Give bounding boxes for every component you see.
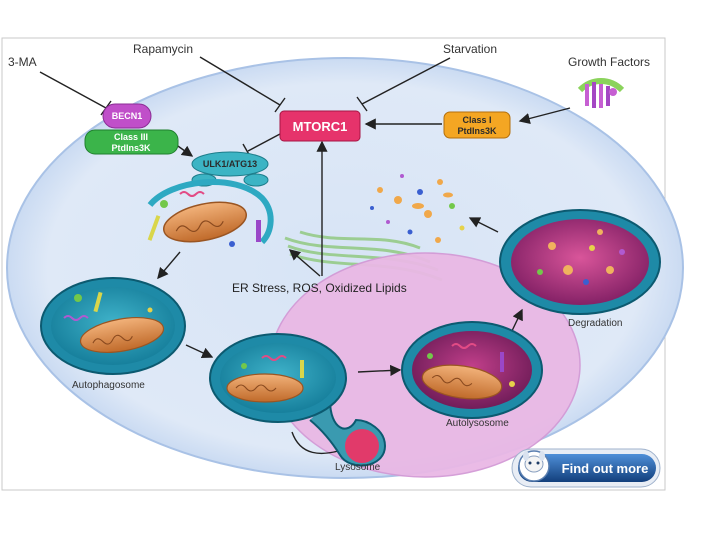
degradation-debris bbox=[370, 174, 465, 243]
rapamycin-label: Rapamycin bbox=[133, 42, 193, 56]
class1-ptdins3k-node: Class I PtdIns3K bbox=[443, 111, 511, 139]
svg-text:Class III: Class III bbox=[114, 132, 148, 142]
svg-text:MTORC1: MTORC1 bbox=[293, 119, 348, 134]
degradation-label: Degradation bbox=[568, 318, 622, 329]
mascot-icon bbox=[518, 450, 550, 482]
autophagosome-label: Autophagosome bbox=[72, 380, 145, 391]
svg-text:BECN1: BECN1 bbox=[112, 111, 143, 121]
autolysosome-label: Autolysosome bbox=[446, 418, 509, 429]
mtorc1-node: MTORC1 bbox=[279, 110, 361, 142]
svg-text:PtdIns3K: PtdIns3K bbox=[457, 126, 497, 136]
find-out-more-button[interactable]: Find out more bbox=[511, 448, 661, 488]
autophagosome-vesicle bbox=[40, 277, 186, 375]
svg-text:Class I: Class I bbox=[462, 115, 491, 125]
lysosome-label: Lysosome bbox=[335, 462, 381, 473]
three-ma-label: 3-MA bbox=[8, 55, 37, 69]
starvation-label: Starvation bbox=[443, 42, 497, 56]
phagophore bbox=[147, 178, 274, 247]
svg-text:ULK1/ATG13: ULK1/ATG13 bbox=[203, 159, 257, 169]
class3-ptdins3k-node: Class III PtdIns3K bbox=[84, 129, 179, 155]
becn1-node: BECN1 bbox=[102, 103, 152, 129]
growth-factor-receptor-icon bbox=[577, 78, 625, 108]
autolysosome-vesicle bbox=[401, 321, 543, 419]
er-stress-label: ER Stress, ROS, Oxidized Lipids bbox=[232, 281, 407, 295]
fusion-vesicle bbox=[209, 333, 387, 467]
find-out-more-label: Find out more bbox=[562, 461, 649, 476]
svg-text:PtdIns3K: PtdIns3K bbox=[111, 143, 151, 153]
degradation-vesicle bbox=[499, 209, 661, 315]
growth-factors-label: Growth Factors bbox=[568, 55, 650, 69]
